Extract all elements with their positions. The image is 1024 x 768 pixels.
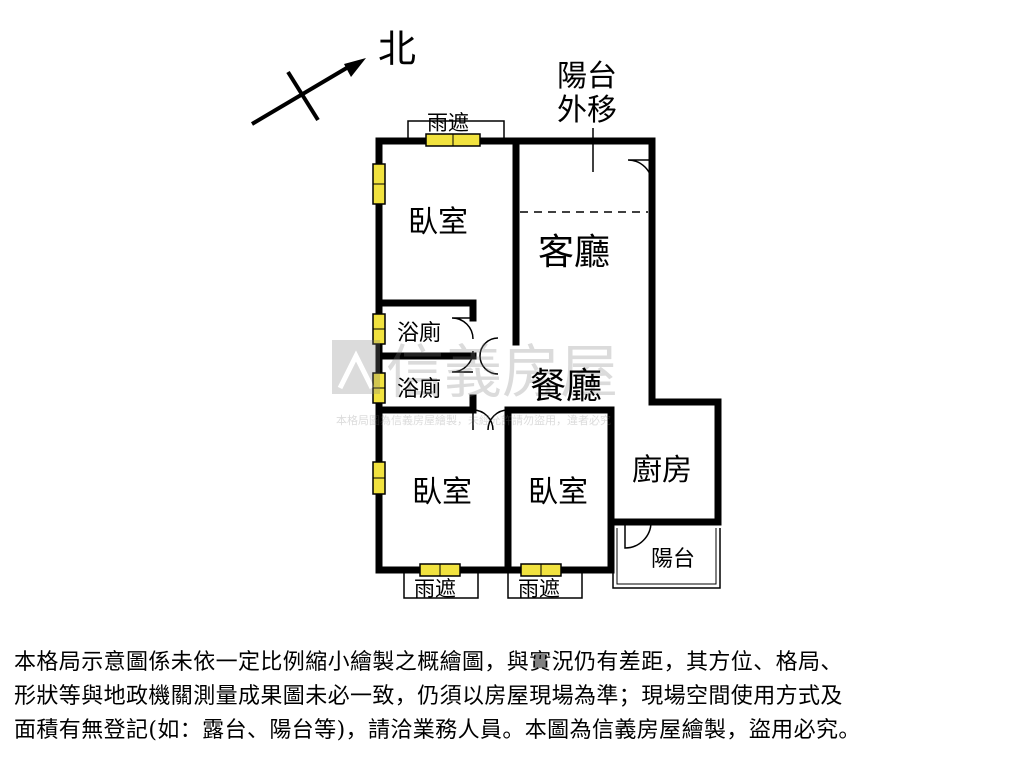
compass: 北	[250, 27, 416, 126]
disclaimer-line1: 本格局示意圖係未依一定比例縮小繪製之概繪圖，與實況仍有差距，其方位、格局、	[14, 650, 843, 675]
doors	[451, 159, 653, 549]
bedroom-sw-door	[472, 409, 494, 431]
bath-upper-door	[451, 317, 474, 340]
room-bath-upper: 浴廁	[397, 321, 441, 346]
room-balcony: 陽台	[651, 547, 695, 572]
annotation-line1: 陽台	[557, 59, 617, 94]
canopy-bottom-mid	[507, 570, 583, 599]
entry-door	[627, 159, 653, 185]
compass-crossbar	[286, 70, 320, 122]
room-dining: 餐廳	[530, 366, 602, 407]
canopy-top	[407, 120, 505, 141]
disclaimer: 本格局示意圖係未依一定比例縮小繪製之概繪圖，與實況仍有差距，其方位、格局、 形狀…	[14, 646, 1010, 748]
north-arrow-head	[344, 58, 366, 77]
room-bath-lower: 浴廁	[397, 377, 441, 402]
balcony-outline-inner	[616, 528, 717, 585]
room-bedroom-s: 臥室	[528, 475, 588, 510]
watermark-notice: 本格局圖為信義房屋繪製，未經允許請勿盜用，違者必究	[336, 413, 611, 427]
watermark-brand: 信義房屋	[386, 338, 618, 406]
canopy-bottom-left-label: 雨遮	[414, 577, 456, 601]
floor-plan: 北 陽台 外移 雨遮	[250, 27, 722, 601]
room-bedroom-sw: 臥室	[412, 475, 472, 510]
room-living: 客廳	[538, 232, 610, 273]
hall-door	[479, 337, 499, 375]
north-label: 北	[378, 27, 416, 71]
disclaimer-line3: 面積有無登記(如：露台、陽台等)，請洽業務人員。本圖為信義房屋繪製，盜用必究。	[14, 718, 861, 743]
bedroom-s-door	[487, 409, 509, 431]
canopies	[403, 120, 583, 599]
watermark-logo	[332, 340, 380, 394]
canopy-bottom-left	[403, 570, 479, 599]
balcony-outline	[612, 528, 721, 589]
room-kitchen: 廚房	[632, 453, 692, 488]
balcony-door	[624, 521, 652, 549]
disclaimer-line2: 形狀等與地政機關測量成果圖未必一致，仍須以房屋現場為準；現場空間使用方式及	[14, 684, 843, 709]
walls	[375, 137, 722, 574]
watermark: 信義房屋 本格局圖為信義房屋繪製，未經允許請勿盜用，違者必究	[332, 338, 618, 427]
annotation-line2: 外移	[557, 93, 617, 128]
canopy-top-label: 雨遮	[427, 111, 469, 135]
bath-lower-door	[451, 350, 474, 373]
room-bedroom-nw: 臥室	[408, 205, 468, 240]
canopy-bottom-mid-label: 雨遮	[518, 577, 560, 601]
window-mullions	[373, 134, 542, 576]
